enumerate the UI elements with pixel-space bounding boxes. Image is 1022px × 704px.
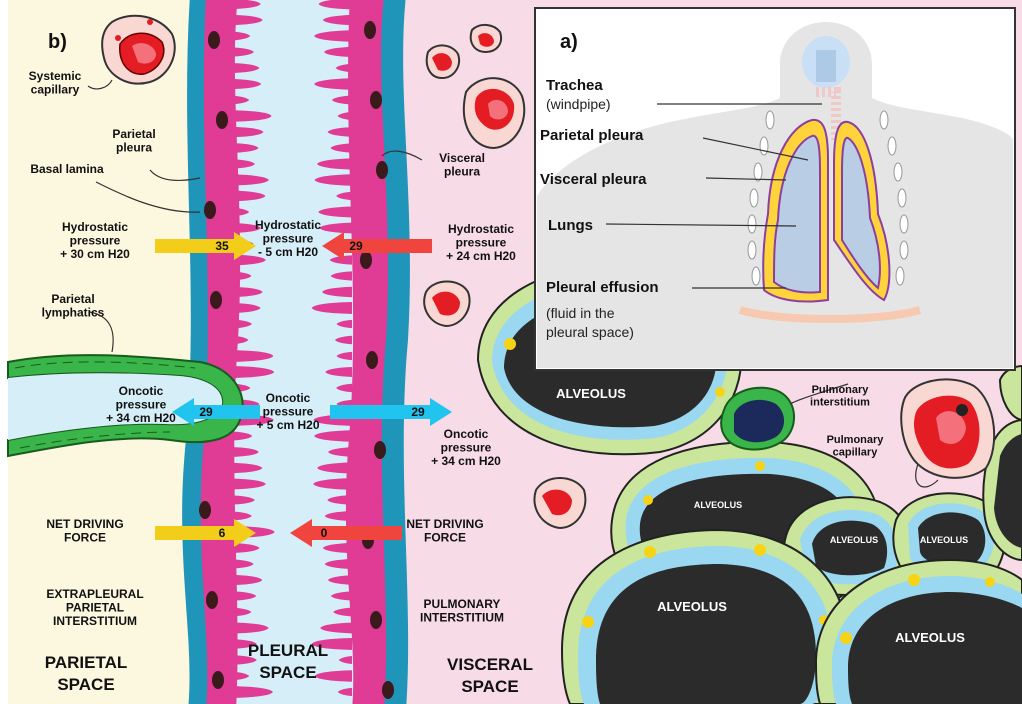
cell-nucleus <box>370 611 382 629</box>
windpipe-label: (windpipe) <box>546 96 611 112</box>
cell-nucleus <box>370 91 382 109</box>
cell-nucleus <box>212 671 224 689</box>
panel-a-label: a) <box>560 31 578 53</box>
alveolus-label-2: ALVEOLUS <box>694 500 742 510</box>
basal-lamina-label: Basal lamina <box>30 162 104 176</box>
cell-nucleus <box>204 201 216 219</box>
ndf-right-arrow-value: 0 <box>321 526 328 540</box>
systemic-capillary <box>102 16 175 84</box>
cell-nucleus <box>206 591 218 609</box>
panel-b-label: b) <box>48 31 67 53</box>
cell-nucleus <box>364 21 376 39</box>
lungs-label: Lungs <box>548 217 593 234</box>
alveolus-label-3: ALVEOLUS <box>830 535 878 545</box>
cell-nucleus <box>210 291 222 309</box>
hydro-right-arrow-value: 29 <box>349 239 363 253</box>
alveolus-label-1: ALVEOLUS <box>556 386 626 401</box>
cell-nucleus <box>382 681 394 699</box>
alveolus-label-4: ALVEOLUS <box>920 535 968 545</box>
cell-nucleus <box>360 251 372 269</box>
visceral-pleura-a-label: Visceral pleura <box>540 171 647 188</box>
parietal-pleura-a-label: Parietal pleura <box>540 127 644 144</box>
pleural-effusion-label: Pleural effusion <box>546 279 659 296</box>
cell-nucleus <box>208 31 220 49</box>
cell-nucleus <box>366 351 378 369</box>
hydro-left-arrow-value: 35 <box>215 239 229 253</box>
onc-right-arrow-value: 29 <box>411 405 425 419</box>
alveolus-label-6: ALVEOLUS <box>895 630 965 645</box>
cell-nucleus <box>216 111 228 129</box>
trachea-label: Trachea <box>546 77 603 94</box>
cell-nucleus <box>376 161 388 179</box>
pulmonary-interstitium-cell <box>721 388 794 450</box>
cell-nucleus <box>199 501 211 519</box>
ndf-left-arrow-value: 6 <box>219 526 226 540</box>
alveolus-label-5: ALVEOLUS <box>657 599 727 614</box>
onc-left-arrow-value: 29 <box>199 405 213 419</box>
cell-nucleus <box>374 441 386 459</box>
